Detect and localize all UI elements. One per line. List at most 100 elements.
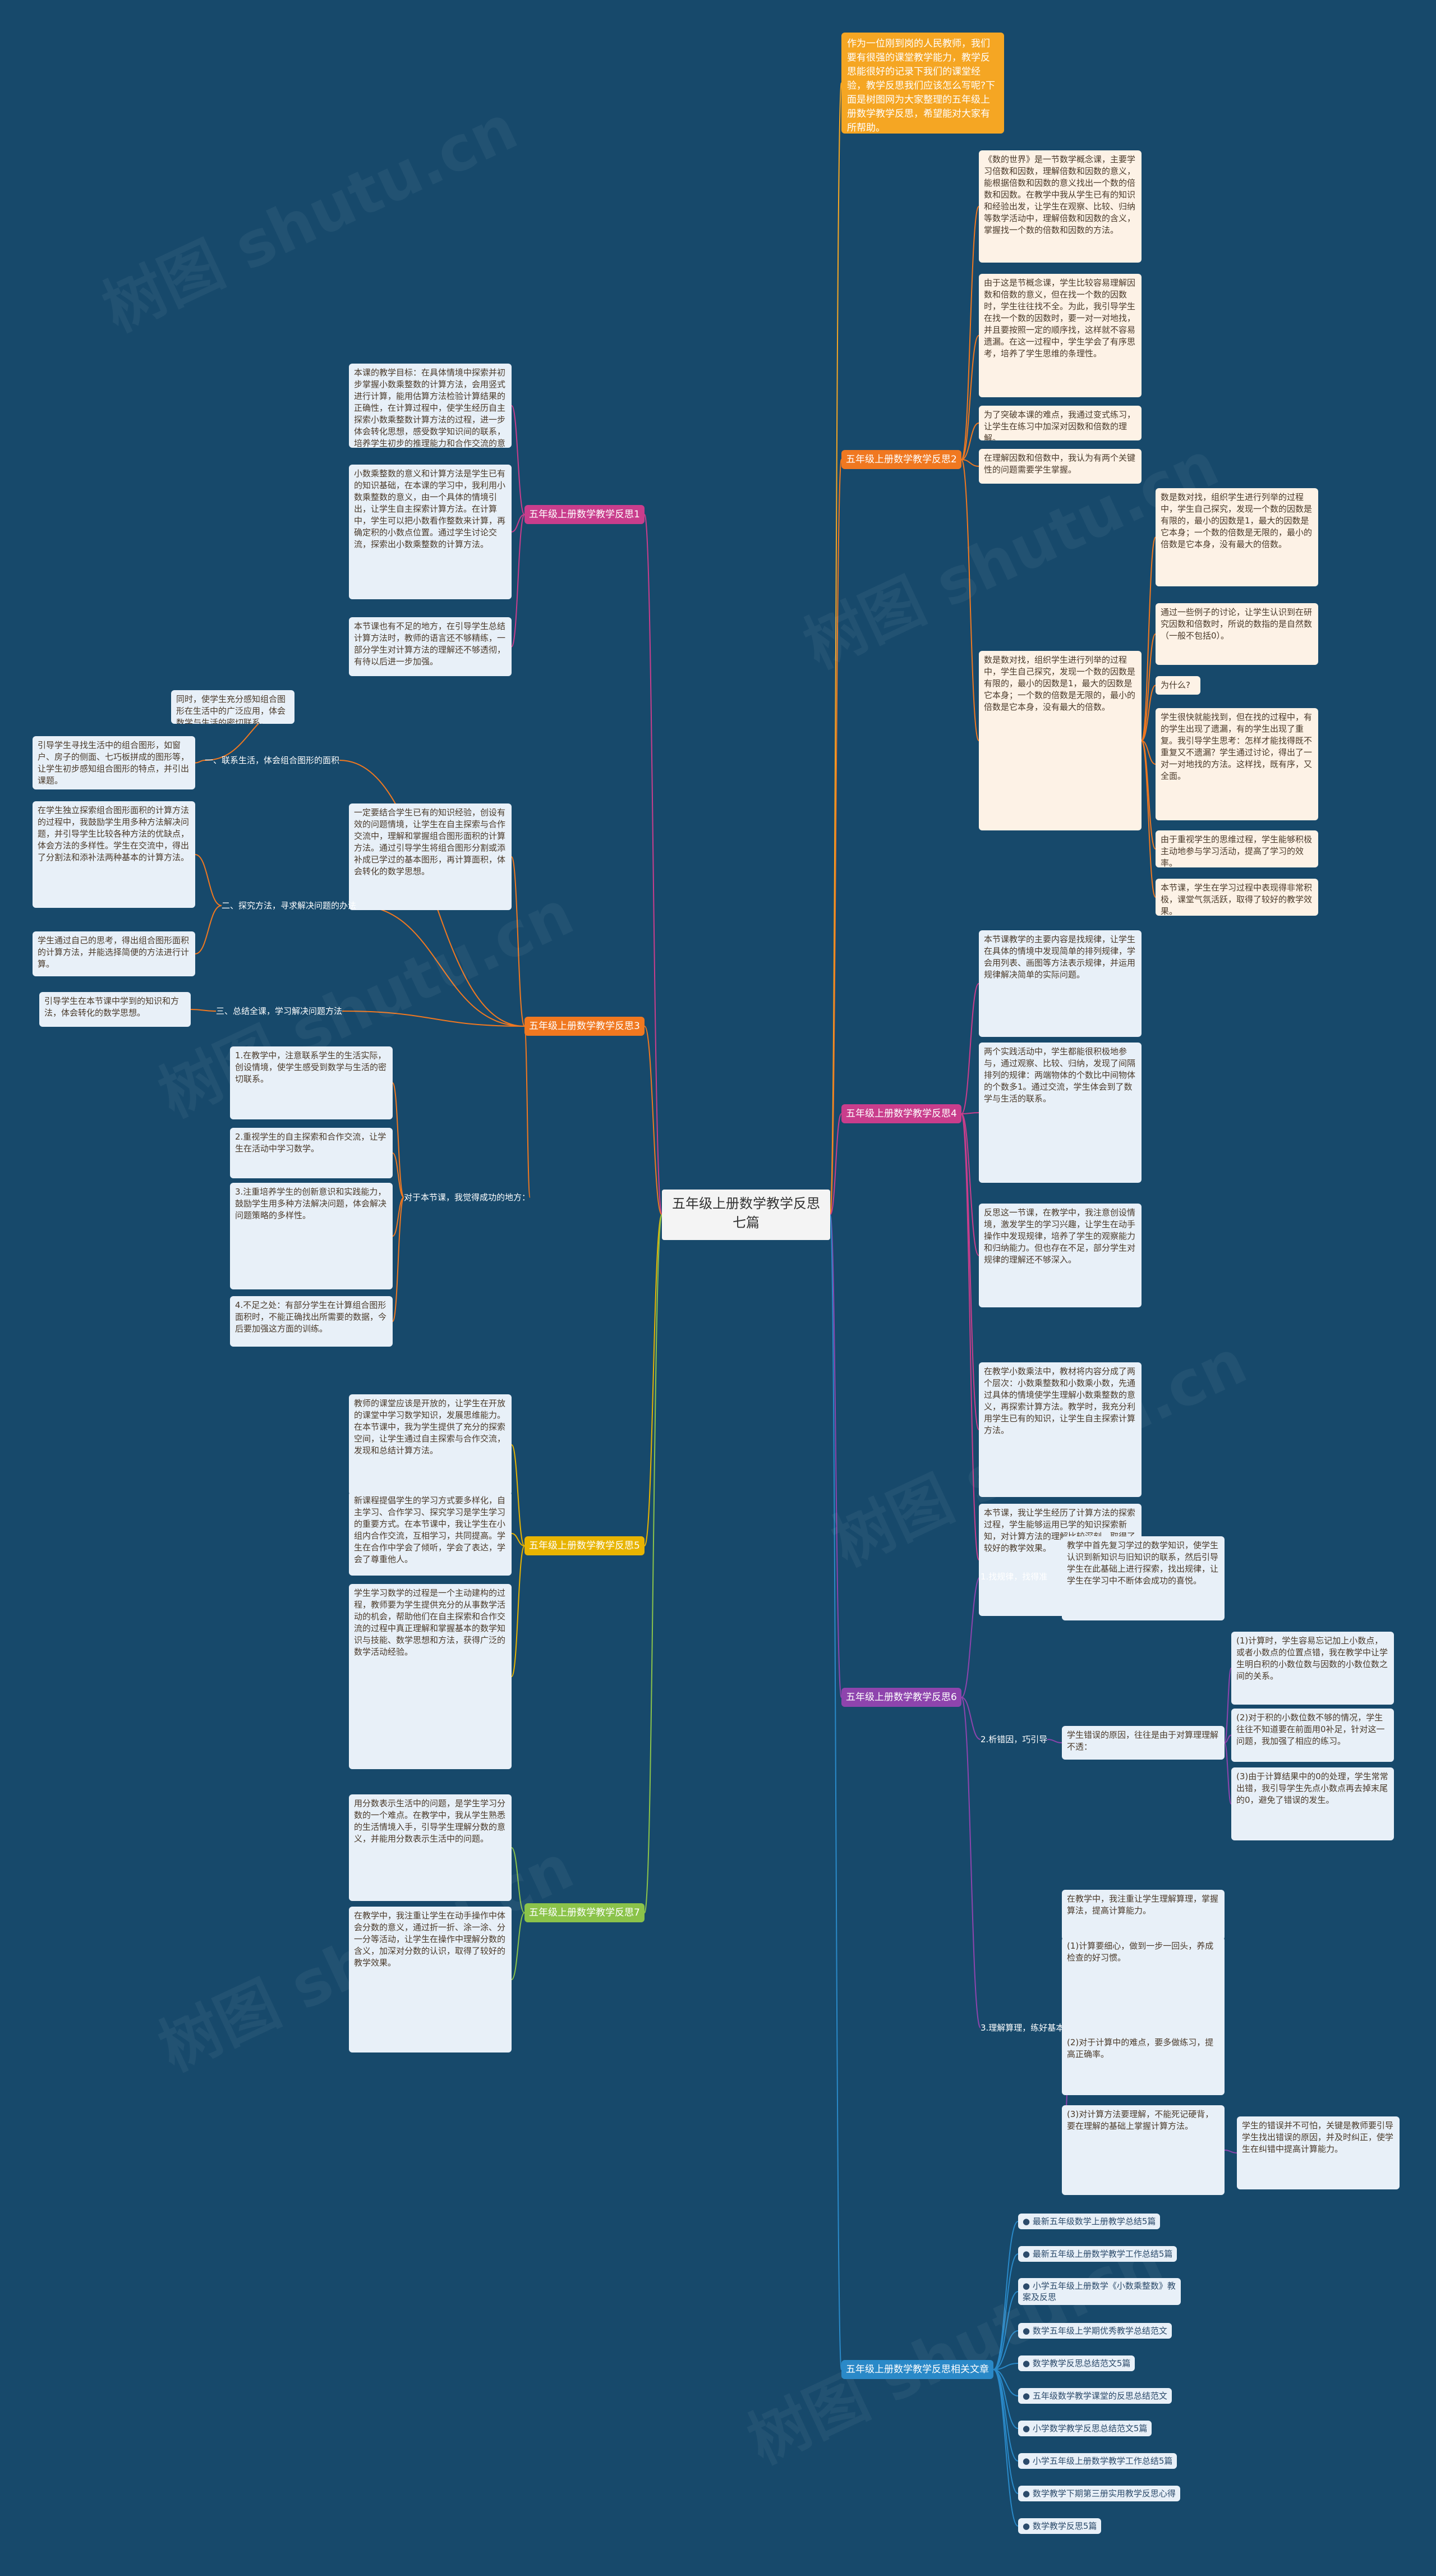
reflection-3-detail[interactable]: 引导学生寻找生活中的组合图形，如窗户、房子的侧面、七巧板拼成的图形等，让学生初步… (33, 736, 195, 789)
related-article-link[interactable]: ● 数学教学下期第三册实用教学反思心得 (1018, 2486, 1180, 2501)
intro-note[interactable]: 作为一位刚到岗的人民教师，我们要有很强的课堂教学能力，教学反思能很好的记录下我们… (841, 33, 1004, 134)
root-topic[interactable]: 五年级上册数学教学反思七篇 (662, 1190, 830, 1240)
reflection-7-note[interactable]: 用分数表示生活中的问题，是学生学习分数的一个难点。在教学中，我从学生熟悉的生活情… (349, 1794, 512, 1901)
connector-line (392, 1197, 404, 1237)
connector-line (1047, 1739, 1062, 1743)
reflection-6-note[interactable]: (2)对于计算中的难点，要多做练习，提高正确率。 (1062, 2033, 1225, 2095)
reflection-3-success[interactable]: 4.不足之处：有部分学生在计算组合图形面积时，不能正确找出所需要的数据，今后要加… (230, 1296, 393, 1347)
branch-reflection-4[interactable]: 五年级上册数学教学反思4 (841, 1104, 961, 1123)
connector-line (993, 2369, 1019, 2494)
connector-line (356, 905, 525, 1027)
reflection-3-success[interactable]: 2.重视学生的自主探索和合作交流，让学生在活动中学习数学。 (230, 1128, 393, 1178)
connector-line (1141, 685, 1156, 741)
connector-line (961, 983, 979, 1114)
reflection-6-note[interactable]: 在教学中，我注重让学生理解算理，掌握算法，提高计算能力。 (1062, 1890, 1225, 1940)
reflection-2-sub-note[interactable]: 数是数对找，组织学生进行列举的过程中，学生自己探究，发现一个数的因数是有限的，最… (1156, 488, 1318, 586)
connector-line (830, 459, 842, 1215)
reflection-3-detail[interactable]: 引导学生在本节课中学到的知识和方法，体会转化的数学思想。 (39, 992, 191, 1027)
reflection-3-detail[interactable]: 在学生独立探索组合图形面积的计算方法的过程中，我鼓励学生用多种方法解决问题，并引… (33, 801, 195, 908)
reflection-5-note[interactable]: 教师的课堂应该是开放的，让学生在开放的课堂中学习数学知识，发展思维能力。在本节课… (349, 1394, 512, 1495)
reflection-3-success[interactable]: 3.注重培养学生的创新意识和实践能力，鼓励学生用多种方法解决问题，体会解决问题策… (230, 1183, 393, 1289)
branch-reflection-1[interactable]: 五年级上册数学教学反思1 (524, 505, 645, 524)
reflection-4-note[interactable]: 两个实践活动中，学生都能很积极地参与，通过观察、比较、归纳，发现了间隔排列的规律… (979, 1043, 1142, 1183)
reflection-6-conclusion[interactable]: 学生的错误并不可怕，关键是教师要引导学生找出错误的原因，并及时纠正，使学生在纠错… (1237, 2116, 1400, 2189)
connector-line (524, 1026, 531, 1198)
connector-line (392, 1082, 404, 1198)
connector-line (1224, 1668, 1232, 1743)
related-article-link[interactable]: ● 数学教学反思5篇 (1018, 2518, 1102, 2534)
reflection-1-note[interactable]: 小数乘整数的意义和计算方法是学生已有的知识基础，在本课的学习中，我利用小数乘整数… (349, 465, 512, 599)
connector-line (830, 1214, 842, 1698)
branch-reflection-3[interactable]: 五年级上册数学教学反思3 (524, 1017, 645, 1036)
reflection-5-note[interactable]: 学生学习数学的过程是一个主动建构的过程，教师要为学生提供充分的从事数学活动的机会… (349, 1584, 512, 1769)
connector-line (511, 514, 525, 532)
reflection-1-note[interactable]: 本课的教学目标：在具体情境中探索并初步掌握小数乘整数的计算方法，会用竖式进行计算… (349, 364, 512, 448)
branch-reflection-5[interactable]: 五年级上册数学教学反思5 (524, 1536, 645, 1555)
branch-reflection-2[interactable]: 五年级上册数学教学反思2 (841, 450, 961, 469)
reflection-6-detail[interactable]: (2)对于积的小数位数不够的情况，学生往往不知道要在前面用0补足，针对这一问题，… (1231, 1709, 1394, 1762)
reflection-6-detail[interactable]: (3)由于计算结果中的0的处理，学生常常出错，我引导学生先点小数点再去掉末尾的0… (1231, 1767, 1394, 1840)
connector-line (993, 2291, 1019, 2370)
reflection-2-sub-note[interactable]: 为什么? (1156, 676, 1200, 695)
reflection-3-label[interactable]: 一、联系生活，体会组合图形的面积 (205, 755, 340, 765)
connector-line (993, 2369, 1019, 2396)
connector-line (1141, 633, 1156, 741)
reflection-6-note[interactable]: 学生错误的原因，往往是由于对算理理解不透： (1062, 1726, 1225, 1760)
related-article-link[interactable]: ● 最新五年级数学上册教学总结5篇 (1018, 2214, 1161, 2229)
branch-reflection-7[interactable]: 五年级上册数学教学反思7 (524, 1903, 645, 1922)
reflection-4-note[interactable]: 在教学小数乘法中，教材将内容分成了两个层次：小数乘整数和小数乘小数，先通过具体的… (979, 1362, 1142, 1497)
reflection-6-label[interactable]: 3.理解算理，练好基本功 (981, 2023, 1073, 2033)
connector-line (342, 1011, 525, 1027)
reflection-6-note[interactable]: 教学中首先复习学过的数学知识，使学生认识到新知识与旧知识的联系，然后引导学生在此… (1062, 1536, 1225, 1620)
reflection-6-detail[interactable]: (1)计算时，学生容易忘记加上小数点，或者小数点的位置点错，我在教学中让学生明白… (1231, 1632, 1394, 1705)
connector-line (961, 1112, 979, 1114)
reflection-2-note[interactable]: 由于这是节概念课，学生比较容易理解因数和倍数的意义，但在找一个数的因数时，学生往… (979, 274, 1142, 397)
reflection-3-detail[interactable]: 同时，使学生充分感知组合图形在生活中的广泛应用，体会数学与生活的密切联系。 (171, 690, 294, 724)
related-article-link[interactable]: ● 小学五年级上册数学《小数乘整数》教案及反思 (1018, 2278, 1181, 2305)
reflection-6-label[interactable]: 2.析错因，巧引导 (981, 1734, 1048, 1744)
reflection-3-detail[interactable]: 学生通过自己的思考，得出组合图形面积的计算方法，并能选择简便的方法进行计算。 (33, 931, 195, 976)
reflection-2-sub-note[interactable]: 由于重视学生的思维过程，学生能够积极主动地参与学习活动，提高了学习的效率。 (1156, 830, 1318, 867)
reflection-4-note[interactable]: 反思这一节课，在教学中，我注意创设情境，激发学生的学习兴趣，让学生在动手操作中发… (979, 1204, 1142, 1307)
reflection-2-note[interactable]: 数是数对找，组织学生进行列举的过程中，学生自己探究，发现一个数的因数是有限的，最… (979, 651, 1142, 830)
connector-line (511, 405, 525, 515)
related-article-link[interactable]: ● 数学五年级上学期优秀教学总结范文 (1018, 2323, 1172, 2339)
reflection-2-note[interactable]: 为了突破本课的难点，我通过变式练习，让学生在练习中加深对因数和倍数的理解。 (979, 406, 1142, 440)
reflection-2-sub-note[interactable]: 通过一些例子的讨论，让学生认识到在研究因数和倍数时，所说的数指的是自然数（一般不… (1156, 603, 1318, 665)
reflection-5-note[interactable]: 新课程提倡学生的学习方式要多样化，自主学习、合作学习、探究学习是学生学习的重要方… (349, 1491, 512, 1576)
connector-line (961, 1697, 981, 1740)
reflection-2-sub-note[interactable]: 学生很快就能找到，但在找的过程中，有的学生出现了遗漏，有的学生出现了重复。我引导… (1156, 708, 1318, 820)
connector-line (961, 459, 979, 741)
related-article-link[interactable]: ● 数学教学反思总结范文5篇 (1018, 2355, 1135, 2371)
reflection-3-note[interactable]: 一定要结合学生已有的知识经验，创设有效的问题情境，让学生在自主探索与合作交流中，… (349, 803, 512, 910)
connector-line (961, 1113, 979, 1256)
branch-reflection-6[interactable]: 五年级上册数学教学反思6 (841, 1688, 961, 1707)
reflection-3-label[interactable]: 二、探究方法，寻求解决问题的办法 (222, 901, 357, 911)
connector-line (511, 1533, 525, 1546)
related-article-link[interactable]: ● 五年级数学教学课堂的反思总结范文 (1018, 2388, 1172, 2404)
reflection-6-label[interactable]: 1.找规律，找得准 (981, 1572, 1048, 1582)
reflection-3-success[interactable]: 1.在教学中，注意联系学生的生活实际，创设情境，使学生感受到数学与生活的密切联系… (230, 1046, 393, 1119)
connector-line (1141, 536, 1156, 741)
connector-line (993, 2330, 1019, 2370)
related-article-link[interactable]: ● 小学五年级上册数学教学工作总结5篇 (1018, 2453, 1177, 2469)
connector-line (195, 905, 222, 954)
reflection-6-note[interactable]: (3)对计算方法要理解，不能死记硬背，要在理解的基础上掌握计算方法。 (1062, 2105, 1225, 2195)
related-article-link[interactable]: ● 最新五年级上册数学教学工作总结5篇 (1018, 2246, 1177, 2262)
connector-line (1224, 2150, 1237, 2153)
reflection-2-note[interactable]: 《数的世界》是一节数学概念课，主要学习倍数和因数，理解倍数和因数的意义，能根据倍… (979, 150, 1142, 263)
connector-line (392, 1197, 404, 1322)
connector-line (1224, 1742, 1232, 1804)
branch-related-articles[interactable]: 五年级上册数学教学反思相关文章 (841, 2360, 993, 2379)
connector-line (511, 1545, 525, 1677)
reflection-3-label[interactable]: 三、总结全课，学习解决问题方法 (216, 1006, 343, 1016)
reflection-7-note[interactable]: 在教学中，我注重让学生在动手操作中体会分数的意义，通过折一折、涂一涂、分一分等活… (349, 1907, 512, 2052)
related-article-link[interactable]: ● 小学数学教学反思总结范文5篇 (1018, 2421, 1152, 2436)
reflection-2-sub-note[interactable]: 本节课，学生在学习过程中表现得非常积极，课堂气氛活跃，取得了较好的教学效果。 (1156, 879, 1318, 916)
reflection-3-label[interactable]: 对于本节课，我觉得成功的地方： (404, 1192, 531, 1202)
reflection-4-note[interactable]: 本节课教学的主要内容是找规律，让学生在具体的情境中发现简单的排列规律，学会用列表… (979, 930, 1142, 1037)
reflection-1-note[interactable]: 本节课也有不足的地方，在引导学生总结计算方法时，教师的语言还不够精练，一部分学生… (349, 617, 512, 676)
connector-line (511, 514, 525, 648)
connector-line (195, 854, 222, 906)
reflection-2-note[interactable]: 在理解因数和倍数中，我认为有两个关键性的问题需要学生掌握。 (979, 449, 1142, 484)
